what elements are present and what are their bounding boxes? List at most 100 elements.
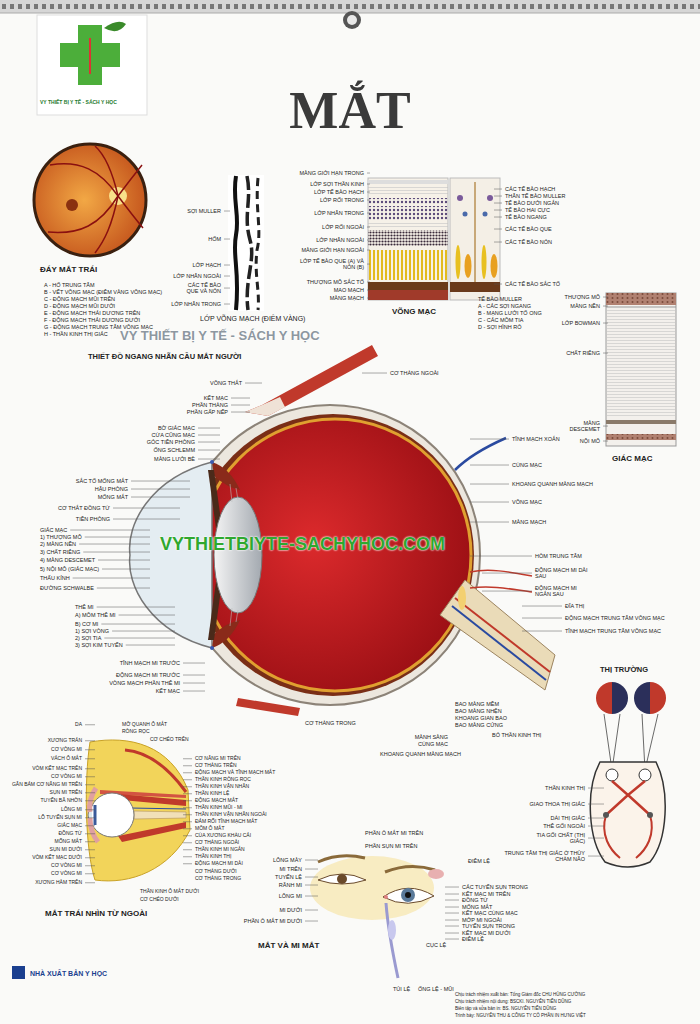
- leader-line: [98, 560, 150, 561]
- leader-line: [183, 675, 205, 676]
- part-label: NỘI MÔ: [580, 438, 600, 444]
- leader-line: [85, 776, 95, 777]
- leader-line: [445, 900, 459, 901]
- leader-line: [102, 569, 150, 570]
- retina-section: [491, 254, 498, 278]
- part-label: TĨNH MẠCH TRUNG TÂM VÕNG MẠC: [565, 628, 661, 634]
- section-title: GIÁC MẠC: [612, 455, 652, 464]
- part-label: THỂ MI: [75, 604, 94, 610]
- part-label: BÓ THẦN KINH THỊ: [492, 732, 541, 738]
- leader-line: [367, 192, 370, 193]
- logo: [37, 15, 147, 115]
- part-label: BAO MÀNG MỀM: [455, 701, 499, 707]
- part-label: CHẤT RIÊNG: [564, 350, 600, 356]
- leader-line: [126, 645, 175, 646]
- leader-line: [445, 926, 459, 927]
- leader-line: [85, 833, 95, 834]
- credit-line: Trình bày: NGUYỄN THU & CÔNG TY CỔ PHẦN …: [455, 1014, 586, 1019]
- part-label: MÀNG GIỚI HẠN TRONG: [299, 170, 364, 176]
- watermark: VY THIẾT BỊ Y TẾ - SÁCH Y HỌC: [120, 329, 320, 343]
- leader-line: [245, 383, 262, 384]
- cornea-section: [606, 420, 676, 424]
- leader-line: [85, 865, 95, 866]
- cornea-section: [606, 434, 676, 440]
- part-label: CỦNG MẠC: [418, 741, 448, 747]
- leader-line: [183, 758, 192, 759]
- leader-line: [367, 200, 370, 201]
- eyeball-section: [192, 414, 474, 696]
- visual-pathway: [606, 781, 650, 815]
- part-label: ĐƯỜNG SCHWALBE: [40, 585, 94, 591]
- part-label: 3) SỢI KIM TUYẾN: [75, 642, 123, 648]
- macula-strip: [256, 178, 259, 310]
- cornea-section: [606, 293, 676, 305]
- cornea-section: [606, 309, 676, 417]
- part-label: BAO MÀNG NHỆN: [455, 708, 502, 714]
- eyelids-view: [401, 888, 415, 902]
- macula-strip: [235, 176, 237, 310]
- leader-line: [470, 465, 509, 466]
- part-label: KẾT MẠC: [204, 395, 228, 401]
- eyeball-section: [455, 598, 550, 672]
- part-label: CƠ NÂNG MI TRÊN: [195, 756, 241, 762]
- retina-section: [368, 206, 448, 220]
- eyelids-view: [310, 856, 444, 978]
- part-label: LỚP HẠCH: [193, 262, 221, 268]
- part-label: LỚP SỢI THẦN KINH: [310, 181, 364, 187]
- part-label: ĐỘNG MẠCH VÀ TĨNH MẠCH MẮT: [195, 770, 275, 776]
- part-label: ỐNG LỆ - MŨI: [418, 986, 454, 992]
- publisher-mark: [12, 966, 25, 979]
- logo-text: VY THIẾT BỊ Y TẾ - SÁCH Y HỌC: [40, 100, 117, 106]
- leader-line: [494, 203, 502, 204]
- leader-line: [224, 239, 230, 240]
- orbit-lateral-view: [125, 750, 186, 792]
- part-label: KẾT MẠC: [156, 688, 180, 694]
- publisher-mark: [12, 966, 25, 979]
- leader-line: [367, 173, 370, 174]
- part-label: ĐỘNG MẠCH MẮT: [195, 798, 238, 804]
- leader-line: [305, 869, 318, 870]
- binding: [343, 11, 361, 29]
- eyelids-view: [388, 920, 396, 940]
- leader-line: [183, 814, 192, 815]
- fundus: [50, 164, 118, 196]
- part-label: CƠ THẲNG TRONG: [195, 876, 241, 882]
- part-label: VÕNG MẠC: [512, 499, 542, 505]
- part-label: SẮC TỐ MỐNG MẮT: [76, 478, 128, 484]
- leader-line: [494, 229, 502, 230]
- visual-pathway: [604, 815, 652, 858]
- binding: [0, 0, 700, 13]
- eyeball-section: [470, 587, 532, 592]
- part-label: CƠ CHÉO TRÊN: [150, 737, 189, 743]
- part-label: MÀNG GIỚI HẠN NGOÀI: [302, 247, 364, 253]
- leader-line: [367, 282, 370, 283]
- leader-line: [97, 588, 150, 589]
- part-label: CƠ CHÉO DƯỚI: [140, 897, 179, 903]
- leader-line: [183, 772, 192, 773]
- leader-line: [85, 841, 95, 842]
- eyeball-section: [470, 570, 532, 576]
- leader-line: [224, 265, 230, 266]
- part-label: BAO MÀNG CỨNG: [455, 722, 503, 728]
- part-label: THẦN KINH VẬN NHÃN NGOÀI: [195, 812, 267, 818]
- leader-line: [522, 631, 562, 632]
- retina-section: [368, 282, 448, 290]
- eyeball-section: [212, 462, 240, 490]
- section-title: LỚP VÕNG MẠCH (ĐIỂM VÀNG): [200, 315, 305, 323]
- part-label: 1) THƯỢNG MÔ: [40, 534, 82, 540]
- part-label: LỚP NHÂN NGOÀI: [173, 273, 221, 279]
- part-label: THƯỢNG MÔ SẮC TỐ: [307, 279, 364, 285]
- leader-line: [183, 842, 192, 843]
- part-label: GÂN BÁM CƠ NÂNG MI TRÊN: [12, 782, 82, 788]
- leader-line: [224, 304, 230, 305]
- fundus: [66, 199, 78, 211]
- leader-line: [445, 907, 459, 908]
- part-label: THẦN KINH MŨI - MI: [195, 805, 243, 811]
- eyeball-section: [236, 488, 238, 500]
- eyelids-view: [385, 866, 435, 872]
- retina-section: [368, 230, 448, 246]
- part-label: CÁC TẾ BÀO QUE VÀ NÓN: [179, 282, 221, 294]
- visual-pathway: [634, 682, 650, 714]
- orbit-lateral-view: [90, 818, 98, 842]
